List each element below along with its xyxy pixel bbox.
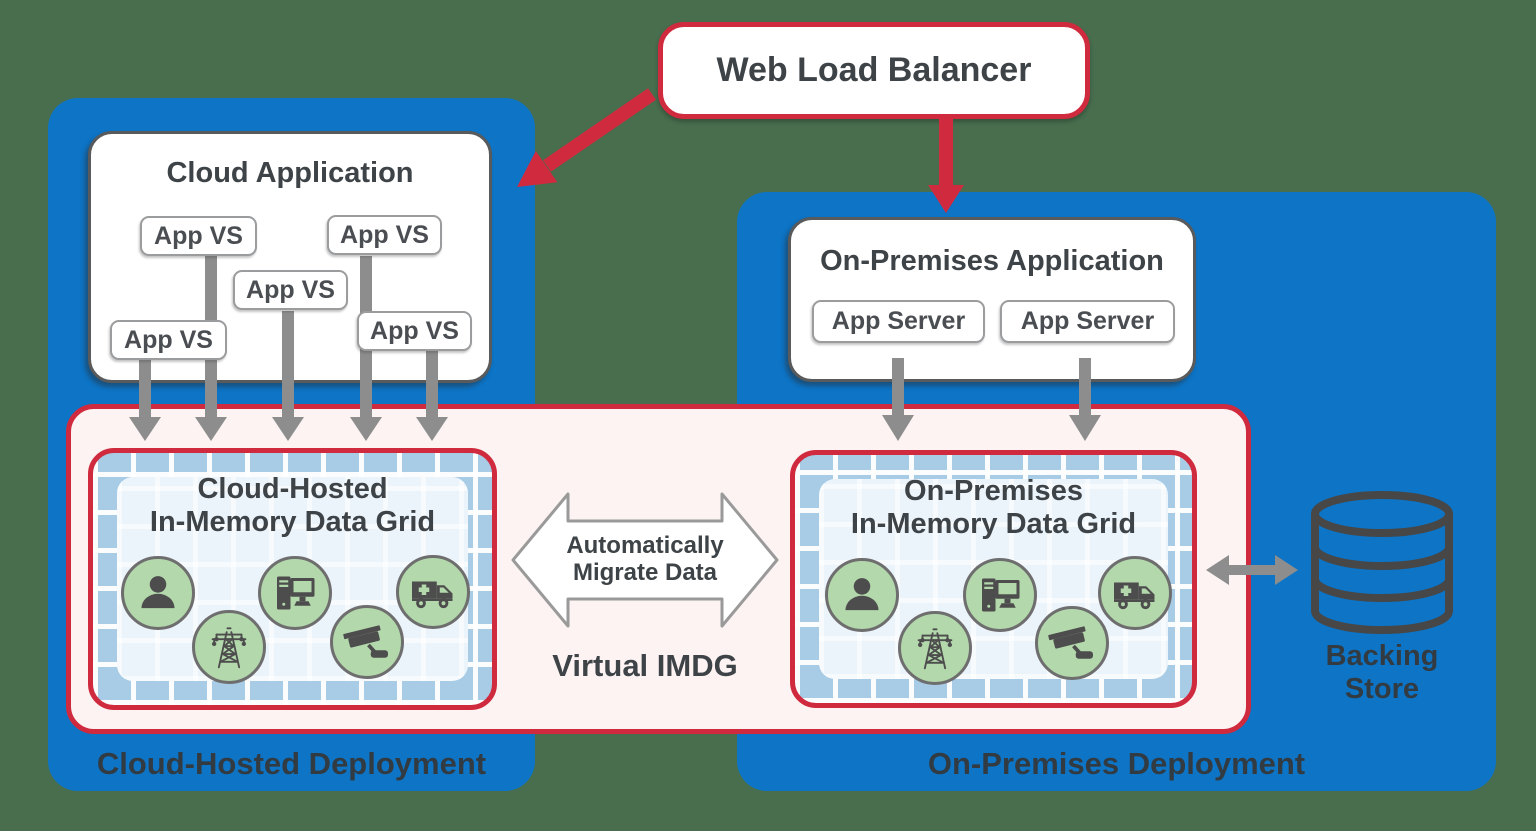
backing-store-label-line2: Store (1344, 673, 1420, 705)
onprem-imdg-title: On-Premises In-Memory Data Grid (815, 475, 1172, 541)
user-icon (121, 556, 195, 630)
migrate-data-label-line1: Automatically (566, 532, 724, 559)
app-vs-chip: App VS (110, 320, 227, 360)
ambulance-icon (1098, 556, 1172, 630)
power-tower-icon (192, 610, 266, 684)
migrate-data-label: Automatically Migrate Data (540, 532, 750, 586)
onprem-deployment-label: On-Premises Deployment (927, 746, 1306, 781)
cloud-deployment-label: Cloud-Hosted Deployment (96, 746, 487, 781)
ambulance-icon (396, 555, 470, 629)
backing-store-label-line1: Backing (1325, 640, 1439, 672)
onprem-imdg-box: On-Premises In-Memory Data Grid (790, 450, 1197, 708)
cloud-imdg-title-line2: In-Memory Data Grid (149, 506, 436, 538)
app-server-chip: App Server (1000, 300, 1175, 343)
virtual-imdg-label: Virtual IMDG (552, 648, 738, 683)
power-tower-icon (898, 611, 972, 685)
onprem-application-title: On-Premises Application (820, 245, 1164, 277)
onprem-imdg-title-line1: On-Premises (904, 475, 1083, 507)
cctv-camera-icon (330, 605, 404, 679)
cloud-imdg-title-line1: Cloud-Hosted (197, 473, 388, 505)
onprem-imdg-title-line2: In-Memory Data Grid (850, 508, 1137, 540)
cloud-imdg-box: Cloud-Hosted In-Memory Data Grid (88, 448, 497, 710)
cloud-application-title: Cloud Application (166, 157, 414, 189)
onprem-application-box: On-Premises Application (788, 217, 1196, 382)
app-server-chip: App Server (812, 300, 985, 343)
user-icon (825, 558, 899, 632)
app-vs-chip: App VS (357, 311, 472, 351)
web-load-balancer-label: Web Load Balancer (716, 51, 1032, 89)
app-vs-chip: App VS (327, 215, 442, 255)
migrate-data-label-line2: Migrate Data (572, 559, 718, 586)
desktop-computer-icon (963, 558, 1037, 632)
cctv-camera-icon (1035, 606, 1109, 680)
lb-to-cloud-arrow (517, 88, 656, 187)
desktop-computer-icon (258, 556, 332, 630)
app-vs-chip: App VS (233, 270, 348, 310)
backing-store-label: Backing Store (1297, 640, 1467, 706)
app-vs-chip: App VS (140, 216, 257, 256)
web-load-balancer-box: Web Load Balancer (658, 22, 1090, 119)
cloud-imdg-title: Cloud-Hosted In-Memory Data Grid (113, 473, 472, 539)
